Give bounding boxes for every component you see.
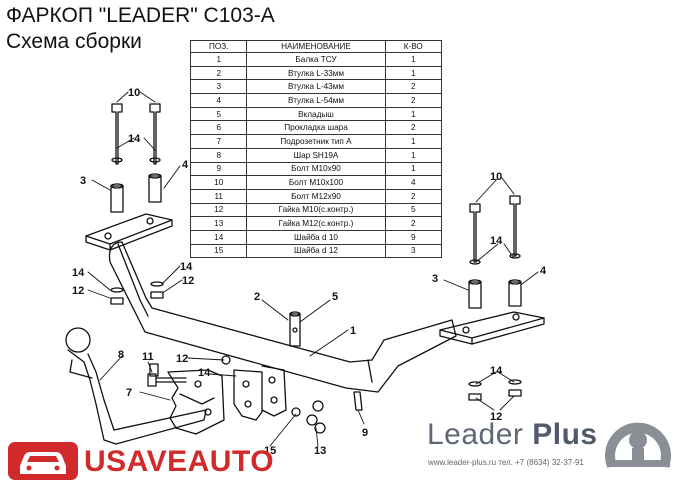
callout-12d: 12: [490, 411, 502, 423]
cell-qty: 3: [384, 243, 443, 259]
left-nuts-12-14: [110, 281, 164, 305]
callout-9: 9: [362, 427, 368, 439]
usaveauto-watermark: USAVEAUTO: [84, 445, 275, 478]
cell-pos: 3: [189, 79, 248, 95]
callout-7: 7: [126, 387, 132, 399]
column-header-qty: К-ВО: [384, 40, 443, 53]
bolts-11: [147, 363, 187, 387]
leader-plus-brand: Leader Plus: [427, 418, 598, 452]
usaveauto-logo-icon: [8, 442, 78, 480]
callout-labels: 10 14 3 4 14 12 14 12 2 5 1 8 11 12 14 7…: [72, 87, 547, 457]
callout-13: 13: [314, 445, 326, 457]
callout-8: 8: [118, 349, 124, 361]
callout-14c: 14: [180, 261, 193, 273]
cell-pos: 15: [189, 243, 248, 259]
left-bolts-10: [110, 103, 162, 213]
callout-5: 5: [332, 291, 338, 303]
callout-10b: 10: [490, 171, 502, 183]
callout-15: 15: [264, 445, 276, 457]
callout-3b: 3: [432, 273, 438, 285]
tow-ball: [65, 327, 207, 445]
insert-part-5: [289, 311, 301, 347]
nuts-13-15: [221, 355, 363, 434]
callout-12c: 12: [176, 353, 188, 365]
callout-10a: 10: [128, 87, 140, 99]
callout-3a: 3: [80, 175, 86, 187]
table-header-row: ПОЗ. НАИМЕНОВАНИЕ К-ВО: [189, 40, 443, 53]
callout-2: 2: [254, 291, 260, 303]
callout-14a: 14: [128, 133, 141, 145]
callout-4b: 4: [540, 265, 547, 277]
brand-contact: www.leader-plus.ru тел. +7 (8634) 32-37-…: [428, 458, 584, 467]
callout-4a: 4: [182, 159, 189, 171]
mounting-plates: [167, 365, 287, 435]
cell-name: Шайба d 12: [246, 243, 386, 259]
callout-11: 11: [142, 351, 154, 363]
brand-name: Leader: [427, 418, 524, 451]
callout-14f: 14: [490, 365, 503, 377]
callout-14e: 14: [490, 235, 503, 247]
leader-lines: [87, 91, 539, 447]
callout-1: 1: [350, 325, 356, 337]
diagram-title: ФАРКОП "LEADER" C103-A: [6, 4, 275, 27]
callout-12b: 12: [182, 275, 194, 287]
towbar-beam: [85, 213, 545, 393]
leader-plus-logo-icon: [605, 422, 671, 468]
brand-plus: Plus: [532, 418, 598, 451]
callout-14d: 14: [198, 367, 211, 379]
cell-pos: 4: [189, 93, 248, 108]
diagram-subtitle: Схема сборки: [6, 30, 142, 53]
callout-12a: 12: [72, 285, 84, 297]
column-header-name: НАИМЕНОВАНИЕ: [246, 40, 386, 53]
cell-qty: 1: [384, 106, 443, 122]
callout-14b: 14: [72, 267, 85, 279]
column-header-pos: ПОЗ.: [189, 40, 248, 53]
